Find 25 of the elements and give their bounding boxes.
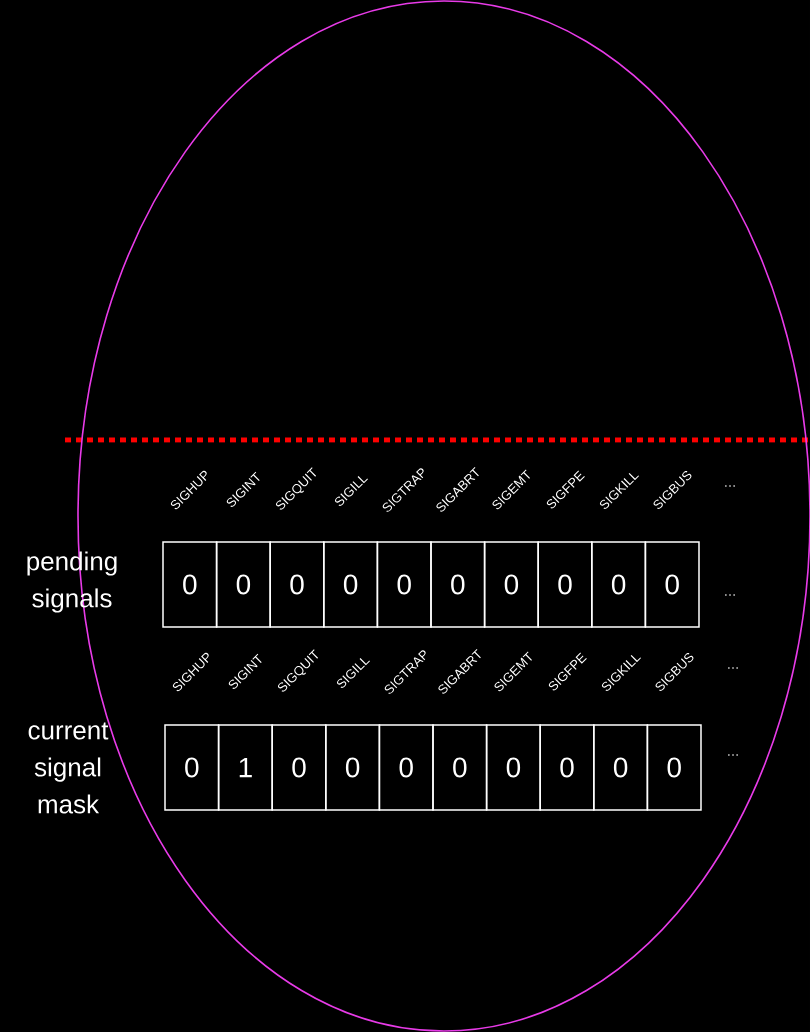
bit-cell: 0	[593, 724, 649, 811]
bit-cell: 0	[215, 541, 271, 628]
ellipsis: …	[725, 594, 735, 596]
bit-cell: 0	[323, 541, 379, 628]
ellipsis: …	[728, 754, 738, 756]
bit-cell: 0	[376, 541, 432, 628]
row-label: current signal mask	[28, 722, 109, 814]
bit-cell: 0	[325, 724, 381, 811]
bit-cell: 0	[269, 541, 325, 628]
bit-cell: 0	[485, 724, 541, 811]
bit-cell: 0	[646, 724, 702, 811]
bit-cell: 0	[537, 541, 593, 628]
bit-cell: 1	[217, 724, 273, 811]
bit-cell: 0	[271, 724, 327, 811]
bit-cell: 0	[644, 541, 700, 628]
bit-cell: 0	[591, 541, 647, 628]
ellipsis: …	[728, 667, 738, 669]
bit-cell: 0	[430, 541, 486, 628]
bit-cell: 0	[432, 724, 488, 811]
ellipsis: …	[725, 485, 735, 487]
bit-cell: 0	[164, 724, 220, 811]
bit-cell: 0	[162, 541, 218, 628]
bit-cell: 0	[539, 724, 595, 811]
bit-cell: 0	[378, 724, 434, 811]
bit-cell: 0	[483, 541, 539, 628]
